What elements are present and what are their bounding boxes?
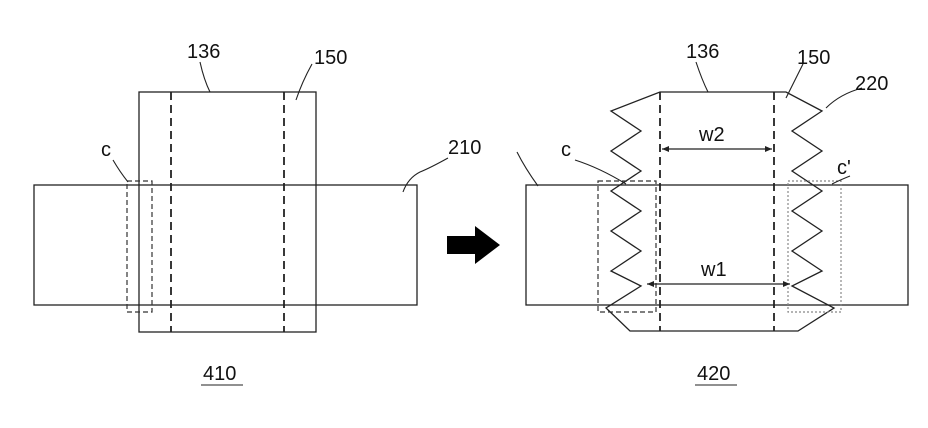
label-136-right: 136 <box>686 41 719 63</box>
leader-c-left <box>113 160 128 182</box>
label-c-prime: c' <box>837 157 851 179</box>
label-150-right: 150 <box>797 47 830 69</box>
caption-420: 420 <box>697 363 730 385</box>
label-210: 210 <box>448 137 481 159</box>
leader-210 <box>403 158 448 192</box>
label-w2: w2 <box>698 124 725 146</box>
label-136-left: 136 <box>187 41 220 63</box>
label-220: 220 <box>855 73 888 95</box>
label-c-left: c <box>101 139 111 161</box>
leader-210-right <box>517 152 538 186</box>
transform-arrow-icon <box>447 226 500 264</box>
region-c-right <box>598 181 656 312</box>
substrate-210-right <box>526 185 908 305</box>
caption-410: 410 <box>203 363 236 385</box>
right-figure: 136 150 220 c c' w2 w1 420 <box>517 41 908 385</box>
substrate-210-left <box>34 185 417 305</box>
leader-136-right <box>696 62 708 92</box>
label-c-right: c <box>561 139 571 161</box>
leader-150-left <box>296 64 312 100</box>
element-136-left <box>139 92 316 332</box>
label-w1: w1 <box>700 259 727 281</box>
leader-150-right <box>786 64 803 98</box>
leader-136-left <box>200 62 210 92</box>
region-c-prime <box>788 181 841 312</box>
label-150-left: 150 <box>314 47 347 69</box>
left-figure: 136 150 c 210 410 <box>34 41 481 385</box>
